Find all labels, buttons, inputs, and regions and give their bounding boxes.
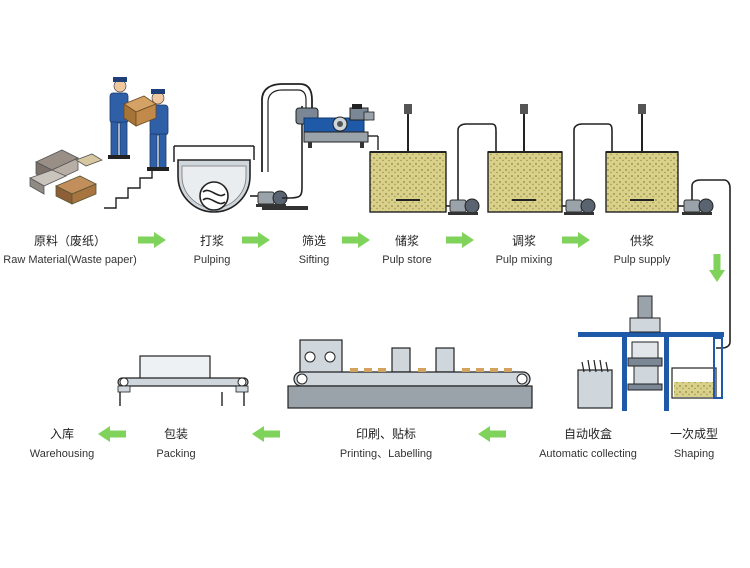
svg-text:筛选: 筛选	[302, 233, 326, 248]
svg-text:包装: 包装	[164, 427, 188, 441]
svg-text:Printing、Labelling: Printing、Labelling	[340, 448, 432, 460]
svg-text:供浆: 供浆	[630, 233, 654, 248]
sifting-machine-icon	[295, 104, 379, 150]
step-shaping: 一次成型 Shaping	[670, 427, 718, 460]
forming-press-icon	[578, 295, 724, 411]
svg-text:一次成型: 一次成型	[670, 427, 718, 441]
pulp-mixing-tank-icon	[487, 104, 563, 213]
svg-text:Pulping: Pulping	[194, 254, 231, 266]
svg-text:Sifting: Sifting	[299, 254, 330, 266]
svg-text:打浆: 打浆	[200, 233, 224, 248]
svg-text:Pulp mixing: Pulp mixing	[496, 254, 553, 266]
svg-text:Packing: Packing	[156, 448, 195, 460]
svg-text:Shaping: Shaping	[674, 448, 714, 460]
svg-text:Warehousing: Warehousing	[30, 448, 94, 460]
stairs-icon	[104, 169, 166, 209]
waste-paper-bales-icon	[29, 149, 103, 205]
svg-text:储浆: 储浆	[395, 233, 419, 248]
svg-text:自动收盒: 自动收盒	[564, 426, 612, 441]
pulp-supply-tank-icon	[605, 104, 679, 213]
pulper-tank-icon	[173, 145, 308, 213]
step-raw-material: 原料（废纸） Raw Material(Waste paper)	[3, 233, 136, 266]
green-arrow-icon	[562, 232, 590, 248]
step-pulp-store: 储浆 Pulp store	[382, 233, 432, 266]
collecting-box-icon	[577, 359, 613, 409]
svg-text:印刷、贴标: 印刷、贴标	[356, 427, 416, 441]
green-arrow-icon	[242, 232, 270, 248]
svg-text:入库: 入库	[50, 426, 74, 441]
green-arrow-down-icon	[709, 254, 725, 282]
green-arrow-icon	[342, 232, 370, 248]
packing-conveyor-icon	[117, 355, 249, 406]
pulper-to-sifter-pipe	[261, 83, 313, 199]
svg-text:Raw Material(Waste paper): Raw Material(Waste paper)	[3, 254, 136, 266]
svg-text:调浆: 调浆	[512, 233, 536, 248]
svg-text:Pulp store: Pulp store	[382, 254, 432, 266]
green-arrow-left-icon	[478, 426, 506, 442]
green-arrow-left-icon	[252, 426, 280, 442]
svg-text:Automatic collecting: Automatic collecting	[539, 448, 637, 460]
step-pulp-mixing: 调浆 Pulp mixing	[496, 233, 553, 266]
green-arrow-icon	[446, 232, 474, 248]
printing-conveyor-icon	[287, 339, 533, 409]
svg-text:Pulp supply: Pulp supply	[614, 254, 671, 266]
step-sifting: 筛选 Sifting	[299, 233, 330, 266]
pulp-store-tank-icon	[369, 104, 447, 213]
svg-text:原料（废纸）: 原料（废纸）	[34, 233, 106, 248]
step-pulping: 打浆 Pulping	[194, 233, 231, 266]
tank-transfer-pipes	[446, 123, 731, 349]
step-automatic-collecting: 自动收盒 Automatic collecting	[539, 426, 637, 460]
step-warehousing: 入库 Warehousing	[30, 426, 94, 460]
step-pulp-supply: 供浆 Pulp supply	[614, 233, 671, 266]
green-arrow-icon	[138, 232, 166, 248]
step-printing-labelling: 印刷、贴标 Printing、Labelling	[340, 427, 432, 460]
workers-carrying-box-icon	[108, 77, 169, 171]
step-packing: 包装 Packing	[156, 427, 195, 460]
green-arrow-left-icon	[98, 426, 126, 442]
